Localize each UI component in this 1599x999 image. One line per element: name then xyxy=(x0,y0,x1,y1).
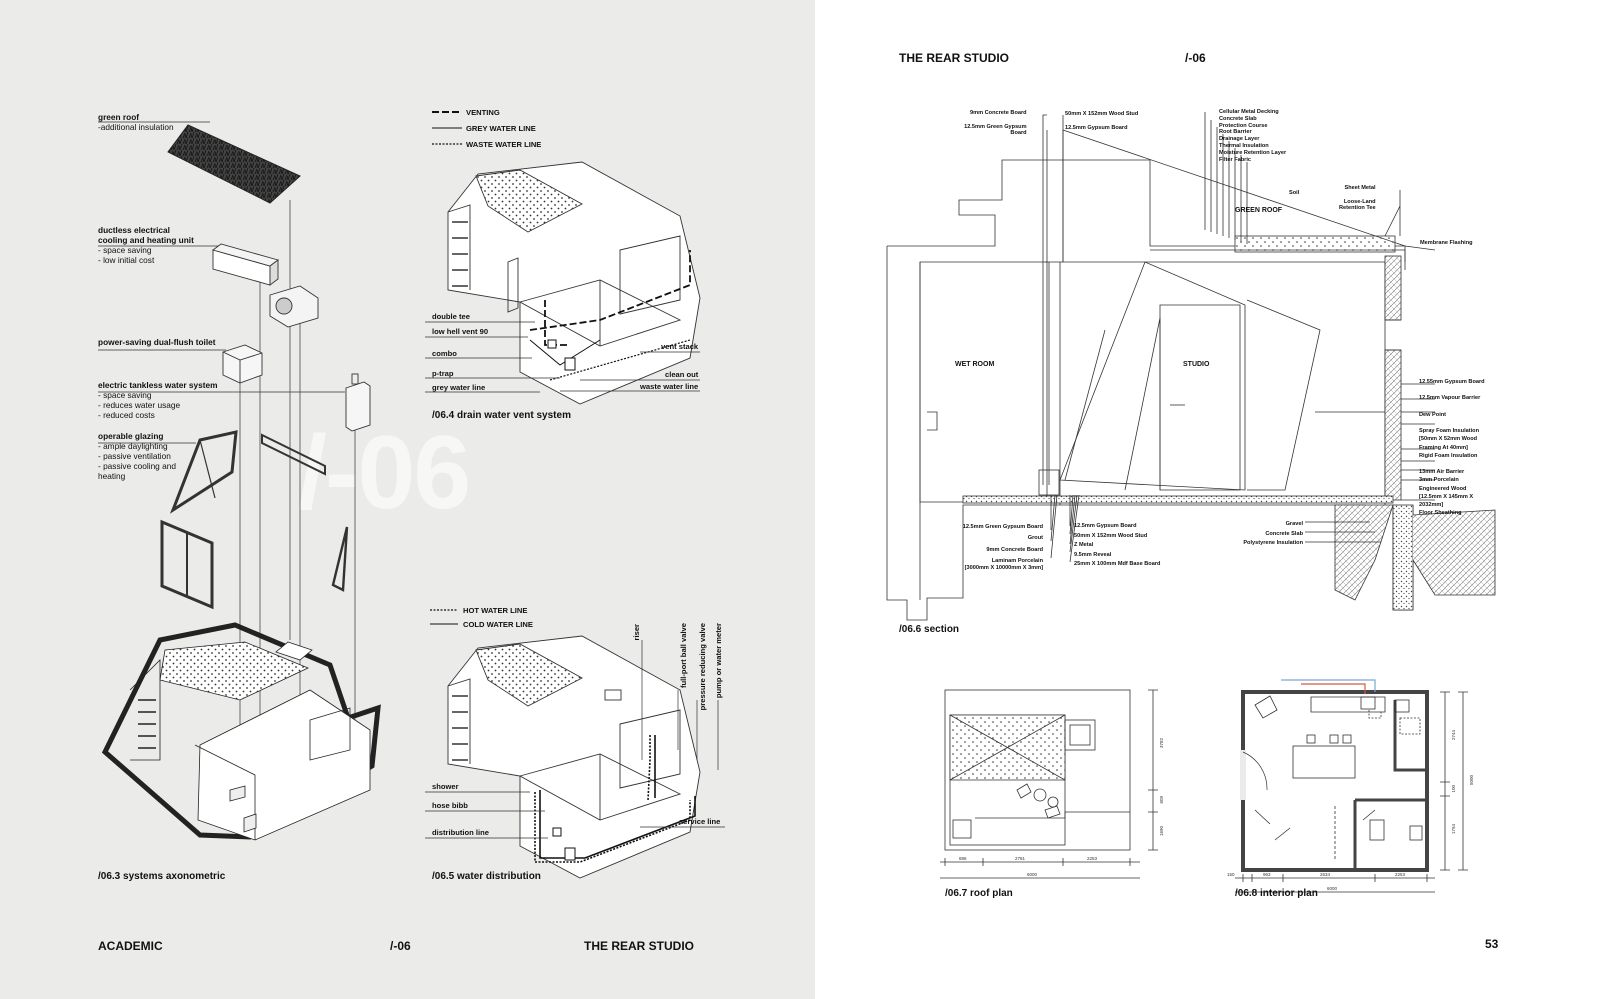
cooling-unit-element xyxy=(212,243,319,328)
drain-label-grey-water-line: grey water line xyxy=(432,383,486,392)
page-number: 53 xyxy=(1485,937,1499,951)
glazing-elements xyxy=(160,430,349,610)
water-caption: /06.5 water distribution xyxy=(432,871,541,882)
section-label-soil: Soil xyxy=(1289,190,1300,196)
roof-plan-drawing xyxy=(940,689,1158,879)
section-caption: /06.6 section xyxy=(899,624,960,635)
section-room-studio: STUDIO xyxy=(1183,361,1210,368)
water-distribution-drawing xyxy=(425,609,725,879)
drain-label-p-trap: p-trap xyxy=(432,369,454,378)
glazing-label: operable glazing- ample daylighting- pas… xyxy=(98,431,176,481)
water-label-pressure-valve: pressure reducing valve xyxy=(698,623,707,711)
drain-label-waste-water-line: waste water line xyxy=(640,382,699,391)
drain-vent-drawing xyxy=(425,111,701,405)
drain-legend-venting: VENTING xyxy=(466,108,500,117)
axonometric-caption: /06.3 systems axonometric xyxy=(98,871,226,882)
footer-title: THE REAR STUDIO xyxy=(584,939,695,953)
interior-dim-6: 2744 xyxy=(1451,730,1456,741)
page-title: THE REAR STUDIO xyxy=(899,51,1010,65)
page-watermark: /-06 xyxy=(298,415,471,531)
interior-dim-8: 1794 xyxy=(1451,824,1456,835)
green-roof-element xyxy=(167,124,301,204)
water-label-pump-meter: pump or water meter xyxy=(714,623,723,699)
roof-dim-4: 6000 xyxy=(1027,872,1038,877)
water-label-shower: shower xyxy=(432,782,459,791)
roof-plan-caption: /06.7 roof plan xyxy=(945,888,1013,899)
water-legend-hot: HOT WATER LINE xyxy=(463,606,528,615)
interior-dim-1: 150 xyxy=(1227,872,1235,877)
water-heater-element xyxy=(345,373,371,432)
section-label-membrane: Membrane Flashing xyxy=(1420,240,1473,246)
drain-label-combo: combo xyxy=(432,349,457,358)
roof-dim-2: 2781 xyxy=(1015,856,1026,861)
drain-legend-grey-water: GREY WATER LINE xyxy=(466,124,536,133)
interior-dim-9: 5000 xyxy=(1469,775,1474,786)
left-page: /-06 xyxy=(0,0,815,999)
interior-dim-4: 2253 xyxy=(1395,872,1406,877)
drain-building xyxy=(447,161,701,405)
water-label-distribution-line: distribution line xyxy=(432,828,489,837)
green-roof-label: green roof-additional insulation xyxy=(98,112,174,132)
water-label-hose-bibb: hose bibb xyxy=(432,801,468,810)
building-axonometric xyxy=(101,622,381,841)
drain-label-vent-stack: vent stack xyxy=(661,342,699,351)
drain-label-vent-90: low hell vent 90 xyxy=(432,327,489,336)
interior-plan-caption: /06.8 interior plan xyxy=(1235,888,1318,899)
drain-label-double-tee: double tee xyxy=(432,312,470,321)
interior-plan-drawing xyxy=(1235,679,1468,893)
interior-dim-3: 2634 xyxy=(1320,872,1331,877)
toilet-label: power-saving dual-flush toilet xyxy=(98,337,216,347)
roof-dim-3: 2253 xyxy=(1087,856,1098,861)
page-code: /-06 xyxy=(1185,51,1206,65)
right-page: THE REAR STUDIO /-06 53 xyxy=(815,0,1599,999)
drain-legend-waste-water: WASTE WATER LINE xyxy=(466,140,542,149)
footer-section: ACADEMIC xyxy=(98,939,163,953)
water-label-service-line: service line xyxy=(679,817,721,826)
section-room-green-roof: GREEN ROOF xyxy=(1235,207,1283,214)
toilet-element xyxy=(222,344,263,384)
systems-axonometric-drawing xyxy=(98,121,381,841)
roof-dim-1: 886 xyxy=(959,856,967,861)
interior-dim-2: 963 xyxy=(1263,872,1271,877)
drain-caption: /06.4 drain water vent system xyxy=(432,410,571,421)
interior-dim-5: 6000 xyxy=(1327,886,1338,891)
interior-dim-7: 100 xyxy=(1451,785,1456,793)
water-legend-cold: COLD WATER LINE xyxy=(463,620,533,629)
water-label-ball-valve: full-port ball valve xyxy=(679,623,688,688)
drain-label-clean-out: clean out xyxy=(665,370,699,379)
water-system-label: electric tankless water system- space sa… xyxy=(98,380,218,420)
section-room-wet-room: WET ROOM xyxy=(955,361,995,368)
section-drawing xyxy=(886,112,1496,621)
footer-code: /-06 xyxy=(390,939,411,953)
water-building xyxy=(447,635,701,879)
water-label-riser: riser xyxy=(632,624,641,641)
